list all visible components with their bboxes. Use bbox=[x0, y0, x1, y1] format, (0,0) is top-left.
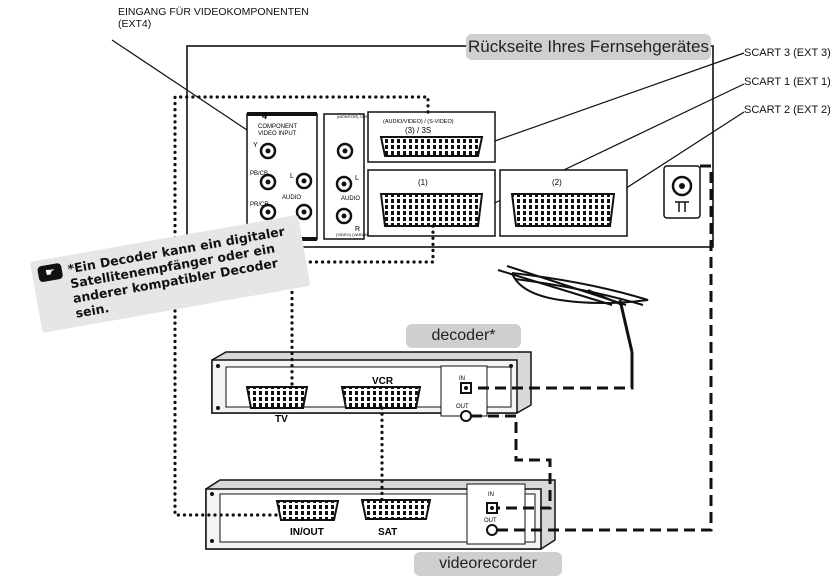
svg-text:IN: IN bbox=[488, 492, 494, 498]
svg-text:(1): (1) bbox=[418, 178, 428, 187]
decoder-label: decoder* bbox=[406, 324, 521, 348]
scart-cables-dotted bbox=[173, 95, 435, 517]
svg-text:(2): (2) bbox=[552, 178, 562, 187]
svg-text:TV: TV bbox=[275, 414, 288, 425]
svg-text:COMPONENT: COMPONENT bbox=[258, 124, 297, 130]
scart3-pointer-line bbox=[477, 52, 745, 148]
svg-text:AUDIO: AUDIO bbox=[282, 195, 301, 201]
videorecorder-label: videorecorder bbox=[414, 552, 562, 576]
svg-text:L: L bbox=[290, 173, 294, 180]
svg-text:SAT: SAT bbox=[378, 527, 397, 538]
scart2-label: SCART 2 (EXT 2) bbox=[744, 104, 831, 116]
svg-text:L: L bbox=[355, 175, 359, 182]
scart3-label: SCART 3 (EXT 3) bbox=[744, 47, 831, 59]
svg-text:Y: Y bbox=[253, 142, 258, 149]
antenna-to-decoder-in-cable bbox=[471, 378, 634, 390]
videorecorder-device: IN/OUT SAT IN OUT bbox=[205, 479, 556, 550]
scart1-to-decoder-cable bbox=[290, 224, 435, 389]
svg-text:R: R bbox=[355, 226, 360, 233]
svg-text:IN: IN bbox=[459, 376, 465, 382]
svg-text:PB/CB: PB/CB bbox=[250, 171, 268, 177]
scart-2-socket-icon: (2) bbox=[499, 169, 628, 237]
svg-text:VIDEO INPUT: VIDEO INPUT bbox=[258, 131, 297, 137]
scart3-to-videorecorder-cable bbox=[173, 95, 430, 517]
scart1-label: SCART 1 (EXT 1) bbox=[744, 76, 831, 88]
svg-text:(3) / 3S: (3) / 3S bbox=[405, 126, 431, 135]
scart-1-socket-icon: (1) bbox=[367, 169, 496, 237]
svg-text:AUDIO: AUDIO bbox=[341, 196, 360, 202]
tv-antenna-socket-icon bbox=[663, 165, 701, 219]
svg-text:VCR: VCR bbox=[372, 376, 394, 387]
antenna-icon bbox=[497, 265, 649, 378]
svg-text:4: 4 bbox=[262, 111, 267, 121]
svg-text:IN/OUT: IN/OUT bbox=[290, 527, 324, 538]
tv-back-outline bbox=[186, 45, 714, 248]
ext4-input-label: EINGANG FÜR VIDEOKOMPONENTEN (EXT4) bbox=[118, 6, 309, 30]
decoder-out-to-vcr-in-cable bbox=[471, 414, 552, 510]
tv-back-title: Rückseite Ihres Fernsehgerätes bbox=[466, 34, 711, 60]
scart-3-socket-icon: (AUDIO/VIDEO) / (S-VIDEO) (3) / 3S bbox=[367, 111, 496, 163]
ext4-pointer-line bbox=[111, 39, 248, 131]
antenna-cables-dashed bbox=[471, 164, 713, 532]
svg-text:PR/CR: PR/CR bbox=[250, 202, 269, 208]
vcr-out-to-tv-cable bbox=[497, 164, 713, 532]
svg-text:OUT: OUT bbox=[456, 404, 469, 410]
svg-text:(VIDEO) (VARIABLE): (VIDEO) (VARIABLE) bbox=[336, 232, 375, 237]
svg-text:(AUDIO/VIDEO) / (S-VIDEO): (AUDIO/VIDEO) / (S-VIDEO) bbox=[383, 119, 454, 125]
svg-text:(MONITOR) OUT: (MONITOR) OUT bbox=[337, 114, 369, 119]
monitor-out-panel: (MONITOR) OUT AUDIO L R (VIDEO) (VARIABL… bbox=[323, 113, 375, 240]
pointing-hand-icon: ☛ bbox=[36, 262, 64, 283]
svg-text:OUT: OUT bbox=[484, 518, 497, 524]
